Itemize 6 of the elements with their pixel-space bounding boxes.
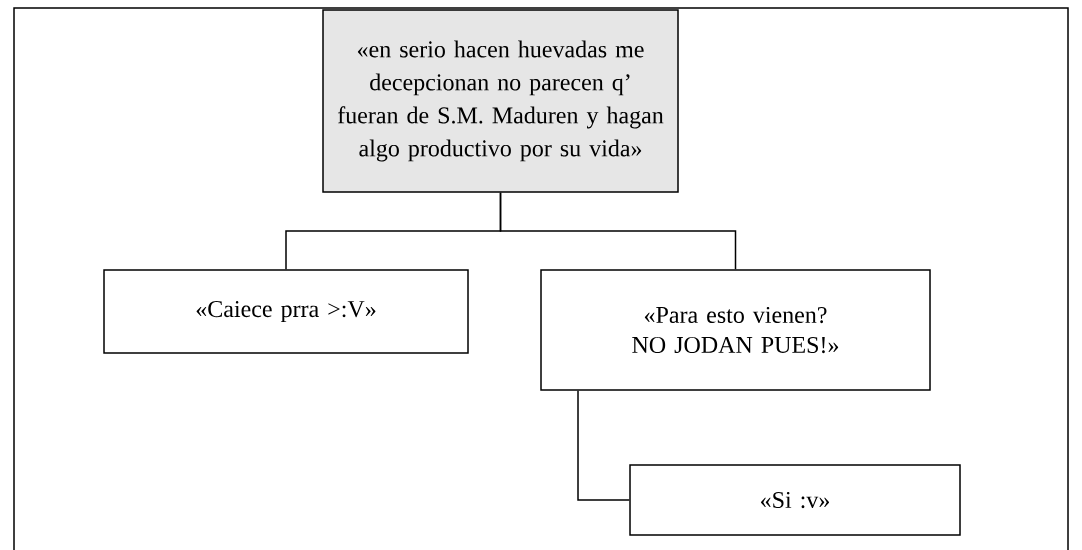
text-box: «Caiece prra >:V» [103,269,469,354]
text-box: «en serio hacen huevadas me decepcionan no parecen q’ fueran de S.M. Maduren y hagan algo productivo por su vida» [322,9,679,193]
text-box: «Para esto vienen? NO JODAN PUES!» [540,269,931,391]
text-box: «Si :v» [629,464,961,536]
connector-line [577,390,630,501]
connector-line [499,192,737,270]
